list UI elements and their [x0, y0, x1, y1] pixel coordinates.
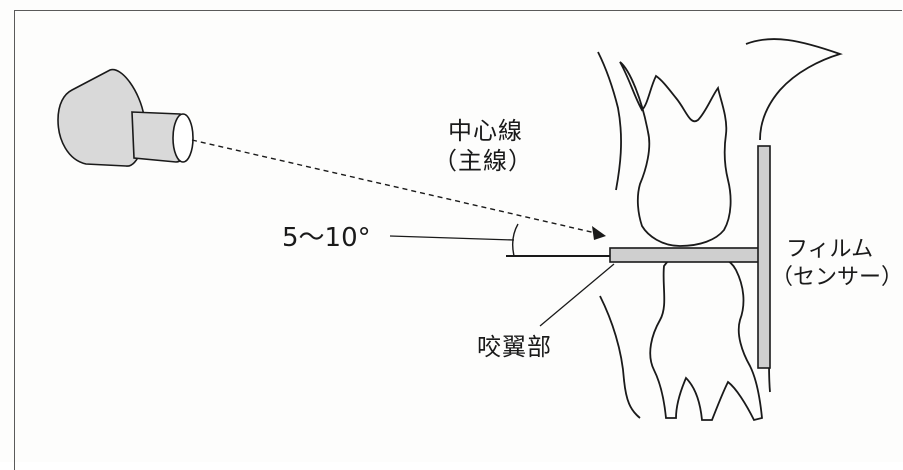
center-line-label: 中心線 — [448, 117, 523, 145]
film-sensor — [757, 145, 771, 369]
angle-arc — [511, 223, 519, 257]
xray-tube-body — [57, 68, 146, 167]
central-ray-arrowhead — [592, 226, 606, 240]
bite-wing-tab — [609, 247, 761, 263]
bite-wing-leader-line — [539, 263, 615, 327]
angle-label: 5〜10° — [282, 223, 371, 253]
bite-wing-label: 咬翼部 — [477, 333, 552, 361]
angle-leader-line — [389, 235, 515, 241]
film-label: フィルム — [786, 237, 874, 262]
sensor-label: （センサー） — [771, 265, 903, 290]
xray-tube-nozzle-face — [172, 113, 194, 163]
main-line-label: （主線） — [433, 147, 533, 175]
upper-tooth — [619, 61, 732, 247]
gum-curve-upper — [597, 51, 622, 191]
gum-curve-lower — [599, 295, 641, 419]
figure-frame — [14, 10, 902, 470]
gum-curve-outer — [745, 38, 843, 141]
central-ray — [191, 139, 601, 235]
lower-tooth — [649, 250, 763, 422]
xray-tube — [57, 68, 194, 167]
teeth — [597, 38, 843, 422]
